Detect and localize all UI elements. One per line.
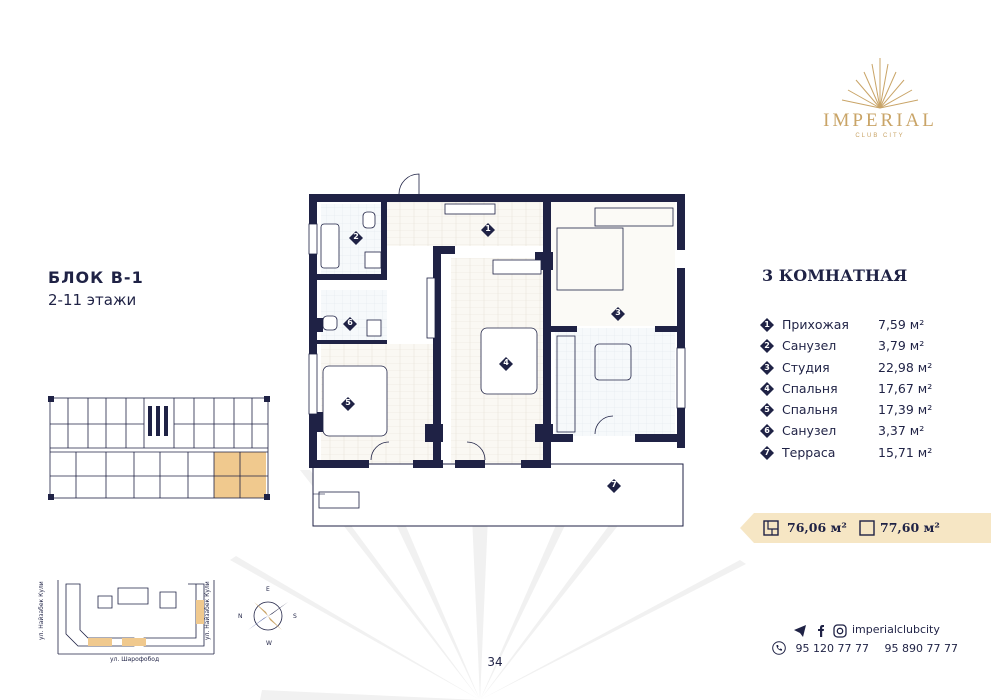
room-name: Студия <box>782 359 830 375</box>
room-area: 15,71 м² <box>878 444 933 460</box>
phone-numbers: 95 120 77 77 95 890 77 77 <box>772 641 958 657</box>
room-number-badge: 3 <box>760 360 774 375</box>
room-area: 7,59 м² <box>878 317 925 332</box>
phone-icon <box>772 641 786 655</box>
plan-label-1: 1 <box>481 222 495 237</box>
room-area: 17,67 м² <box>878 380 933 396</box>
room-area: 22,98 м² <box>878 359 933 375</box>
compass-left: N <box>238 613 243 620</box>
total-area-value: 77,60 м² <box>880 520 940 535</box>
living-area-icon <box>763 520 779 536</box>
room-number-badge: 1 <box>760 318 774 332</box>
floor-key-plan <box>48 396 270 500</box>
room-area: 3,37 м² <box>878 423 925 439</box>
total-area-icon <box>859 520 875 536</box>
block-title: БЛОК B-1 <box>48 268 144 287</box>
telegram-icon[interactable] <box>794 625 806 637</box>
compass-right: S <box>293 613 297 620</box>
social-icons <box>793 623 849 639</box>
site-plan <box>57 580 215 655</box>
plan-label-2: 2 <box>349 230 363 245</box>
room-name: Санузел <box>782 423 837 439</box>
rooms-list: 1 Прихожая 7,59 м² 2 Санузел 3,79 м² 3 С… <box>760 316 960 465</box>
room-name: Прихожая <box>782 317 849 332</box>
room-row-2: 2 Санузел 3,79 м² <box>760 337 960 358</box>
floor-plan-drawing <box>308 173 686 527</box>
room-number-badge: 2 <box>760 339 774 354</box>
brand-name: IMPERIAL <box>823 110 937 131</box>
compass-bottom: W <box>266 640 272 647</box>
street-label-right: ул. Найзабек Кули <box>204 581 211 640</box>
room-row-7: 7 Терраса 15,71 м² <box>760 444 960 465</box>
plan-label-5: 5 <box>341 396 355 411</box>
instagram-icon[interactable] <box>833 624 847 638</box>
apartment-type: 3 КОМНАТНАЯ <box>762 266 908 285</box>
area-ribbon <box>740 513 991 543</box>
room-row-5: 5 Спальня 17,39 м² <box>760 401 960 422</box>
phone-1[interactable]: 95 120 77 77 <box>795 642 869 655</box>
block-floors: 2-11 этажи <box>48 291 137 309</box>
imperial-logo <box>841 58 919 109</box>
room-area: 17,39 м² <box>878 402 933 418</box>
room-name: Спальня <box>782 402 838 418</box>
room-row-1: 1 Прихожая 7,59 м² <box>760 316 960 337</box>
plan-label-7: 7 <box>607 478 621 493</box>
room-row-3: 3 Студия 22,98 м² <box>760 359 960 380</box>
compass-icon <box>248 601 288 631</box>
plan-label-4: 4 <box>499 356 513 371</box>
compass-top: E <box>266 586 270 593</box>
plan-label-6: 6 <box>343 316 357 331</box>
floor-plan: 1 2 3 4 5 6 7 <box>295 168 695 540</box>
social-handle[interactable]: imperialclubcity <box>852 623 940 636</box>
compass-rose: E W N S <box>236 584 300 648</box>
room-row-6: 6 Санузел 3,37 м² <box>760 422 960 443</box>
living-area-value: 76,06 м² <box>787 520 847 535</box>
room-number-badge: 4 <box>760 381 774 396</box>
plan-label-3: 3 <box>611 306 625 321</box>
room-number-badge: 7 <box>760 445 774 460</box>
page-number: 34 <box>487 655 503 669</box>
facebook-icon[interactable] <box>818 625 824 637</box>
room-number-badge: 5 <box>760 403 774 418</box>
brand-subtitle: CLUB CITY <box>855 133 905 139</box>
street-label-left: ул. Найзабек Кули <box>38 581 45 640</box>
room-name: Терраса <box>782 444 836 460</box>
room-name: Спальня <box>782 380 838 396</box>
street-label-bottom: ул. Шарофобод <box>110 656 160 663</box>
room-area: 3,79 м² <box>878 338 925 354</box>
room-name: Санузел <box>782 338 837 354</box>
room-number-badge: 6 <box>760 424 774 439</box>
phone-2[interactable]: 95 890 77 77 <box>884 642 958 655</box>
room-row-4: 4 Спальня 17,67 м² <box>760 380 960 401</box>
